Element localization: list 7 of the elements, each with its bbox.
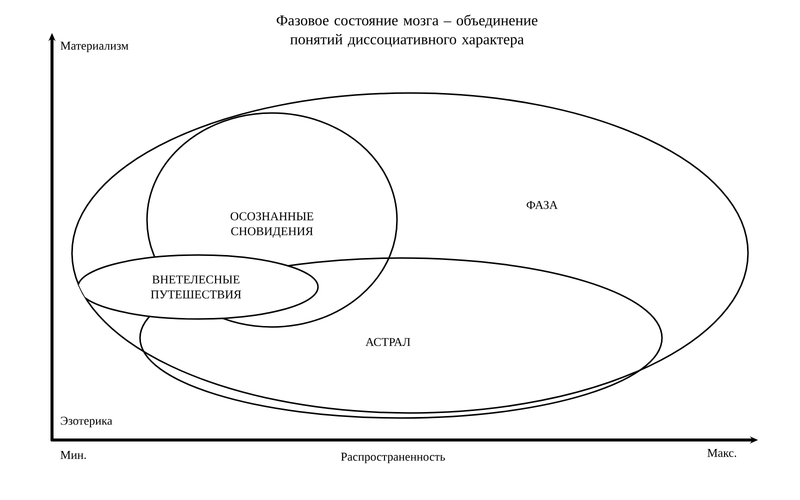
node-label: ВНЕТЕЛЕСНЫЕ ПУТЕШЕСТВИЯ [150,276,242,298]
axis-label: Материализм [60,42,128,52]
title: Фазовое состояние мозга – объединение понятий диссоциативного характера [276,14,538,48]
axis-label: Распространенность [341,452,445,464]
axis-label: Макс. [707,449,736,457]
axis-label: Мин. [60,451,86,459]
axis-label: Эзотерика [60,416,112,428]
